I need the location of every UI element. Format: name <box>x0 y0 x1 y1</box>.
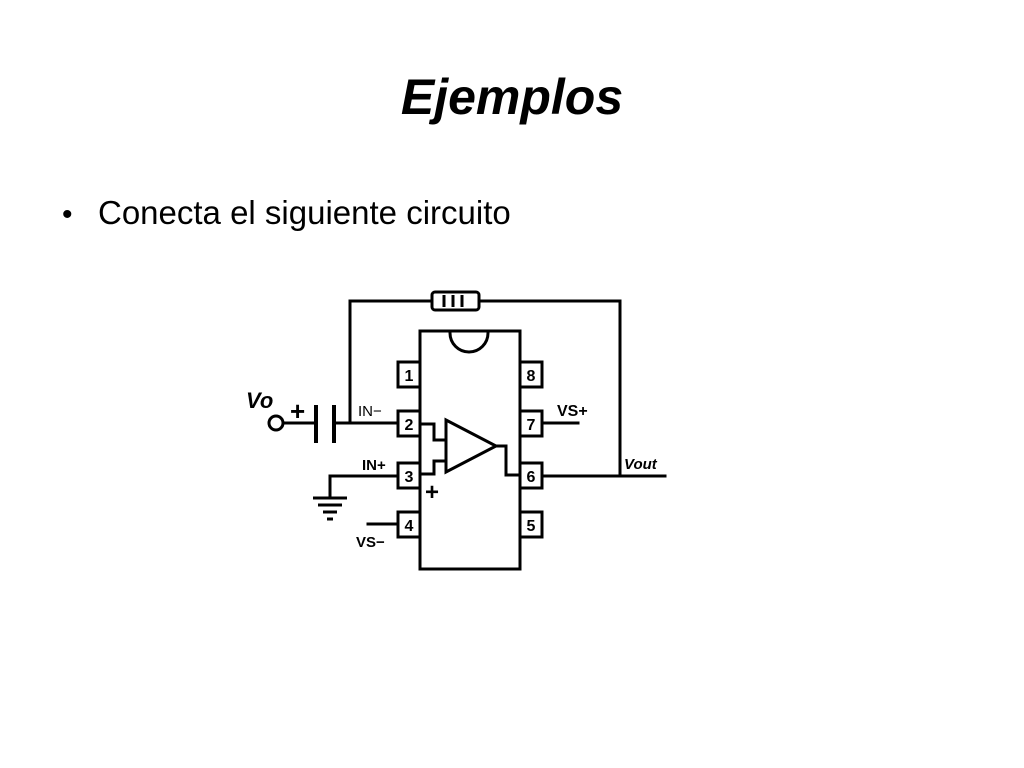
label-vs-minus: VS− <box>356 534 385 551</box>
internal-wire-inverting <box>420 422 448 442</box>
slide-title: Ejemplos <box>400 69 624 125</box>
label-opamp-plus: + <box>425 479 439 506</box>
label-in-plus: IN+ <box>362 457 386 474</box>
pin-number-7: 7 <box>527 417 536 434</box>
pin-box-1 <box>396 360 422 389</box>
ground-icon <box>313 496 347 521</box>
label-vout: Vout <box>624 456 658 473</box>
pin-number-5: 5 <box>527 518 536 535</box>
ic-notch <box>448 331 490 354</box>
label-capacitor-plus: + <box>290 396 305 426</box>
pin-number-1: 1 <box>405 368 414 385</box>
bullet-item: • Conecta el siguiente circuito <box>62 190 511 238</box>
pin-number-6: 6 <box>527 469 536 486</box>
internal-wire-output <box>494 444 521 477</box>
pin-box-2 <box>396 409 422 438</box>
label-vs-plus: VS+ <box>557 403 588 420</box>
pin-box-5 <box>518 510 544 539</box>
label-in-minus: IN− <box>358 403 382 420</box>
feedback-resistor <box>430 290 481 312</box>
pin-number-3: 3 <box>405 469 414 486</box>
pin-number-4: 4 <box>405 518 414 535</box>
pin-box-7 <box>518 409 544 438</box>
bullet-text: Conecta el siguiente circuito <box>98 194 511 231</box>
bullet-marker: • <box>62 198 73 231</box>
input-terminal-icon <box>267 414 285 432</box>
pin-box-4 <box>396 510 422 539</box>
pin-number-2: 2 <box>405 417 414 434</box>
pin-box-8 <box>518 360 544 389</box>
pin-number-8: 8 <box>527 368 536 385</box>
label-vo: Vo <box>246 388 273 413</box>
pin-box-3 <box>396 461 422 490</box>
ic-chip-body <box>418 329 522 571</box>
internal-wire-noninverting <box>420 459 448 476</box>
opamp-triangle <box>444 417 500 475</box>
